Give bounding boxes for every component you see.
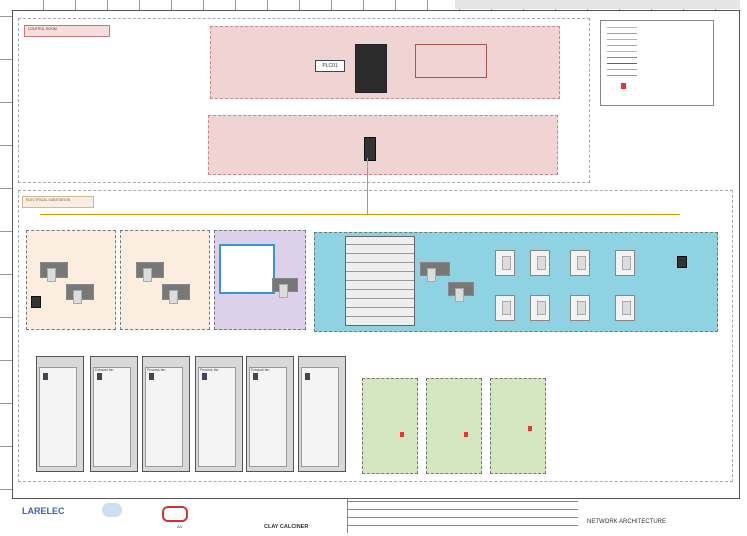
logo-icon: LARELEC (22, 506, 82, 520)
vfd-cabinet-icon (142, 356, 190, 472)
control-room-label: CONTROL ROOM (28, 27, 57, 31)
partner-logo (102, 503, 122, 517)
network-zone (208, 115, 558, 175)
green-panel-3 (490, 378, 546, 474)
workstation-icon (219, 244, 275, 294)
drive-module-icon (40, 262, 68, 282)
vfd-module (530, 250, 550, 276)
title-block: LARELEC A3 CLAY CALCINER NETWORK ARCHITE… (12, 498, 740, 533)
plc-label: PLC01 (322, 63, 338, 69)
red-marker-icon (528, 426, 532, 431)
red-marker-icon (400, 432, 404, 437)
red-marker-icon (464, 432, 468, 437)
control-room-zone (18, 18, 590, 183)
mcc-panel-2 (120, 230, 210, 330)
vfd-label: Exhaust fan (95, 368, 114, 372)
trunk-wire (40, 214, 680, 215)
vfd-cabinet-icon (298, 356, 346, 472)
vfd-module (570, 295, 590, 321)
vfd-label: Exhaust fan (251, 368, 270, 372)
green-panel-1 (362, 378, 418, 474)
drive-module-icon (420, 262, 450, 282)
vfd-label: Process fan (200, 368, 219, 372)
drive-module-icon (448, 282, 474, 302)
plc-label-box: PLC01 (315, 60, 345, 72)
vfd-cabinet-icon (246, 356, 294, 472)
electrical-tag: ELECTRICAL SUBSTATION (22, 196, 94, 208)
revision-grid (347, 499, 578, 533)
network-switch-icon (677, 256, 687, 268)
company-name: LARELEC (22, 506, 65, 516)
vfd-module (570, 250, 590, 276)
drawing-title: NETWORK ARCHITECTURE (587, 519, 667, 525)
vfd-module (495, 250, 515, 276)
vfd-cabinet-icon (90, 356, 138, 472)
network-switch-icon (31, 296, 41, 308)
control-room-tag: CONTROL ROOM (24, 25, 110, 37)
mcc-panel-1 (26, 230, 116, 330)
drive-module-icon (272, 278, 298, 298)
drive-module-icon (66, 284, 94, 304)
legend (600, 20, 714, 106)
title-strip (455, 0, 740, 9)
vfd-cabinet-icon (36, 356, 84, 472)
vfd-module (615, 295, 635, 321)
vfd-label: Process fan (147, 368, 166, 372)
sheet-size: A3 (177, 524, 182, 529)
backbone-wire (367, 158, 368, 214)
green-panel-2 (426, 378, 482, 474)
plc-rack-icon (355, 44, 387, 93)
red-marker-icon (621, 83, 626, 89)
hmi-box (415, 44, 487, 78)
drive-module-icon (136, 262, 164, 282)
vfd-module (615, 250, 635, 276)
io-rack (345, 236, 415, 326)
vfd-cabinet-icon (195, 356, 243, 472)
vfd-module (495, 295, 515, 321)
electrical-zone (18, 190, 733, 482)
client-logo (162, 506, 188, 522)
project-name: CLAY CALCINER (264, 524, 309, 530)
drive-module-icon (162, 284, 190, 304)
network-switch-icon (364, 137, 376, 161)
electrical-label: ELECTRICAL SUBSTATION (26, 198, 71, 202)
vfd-module (530, 295, 550, 321)
